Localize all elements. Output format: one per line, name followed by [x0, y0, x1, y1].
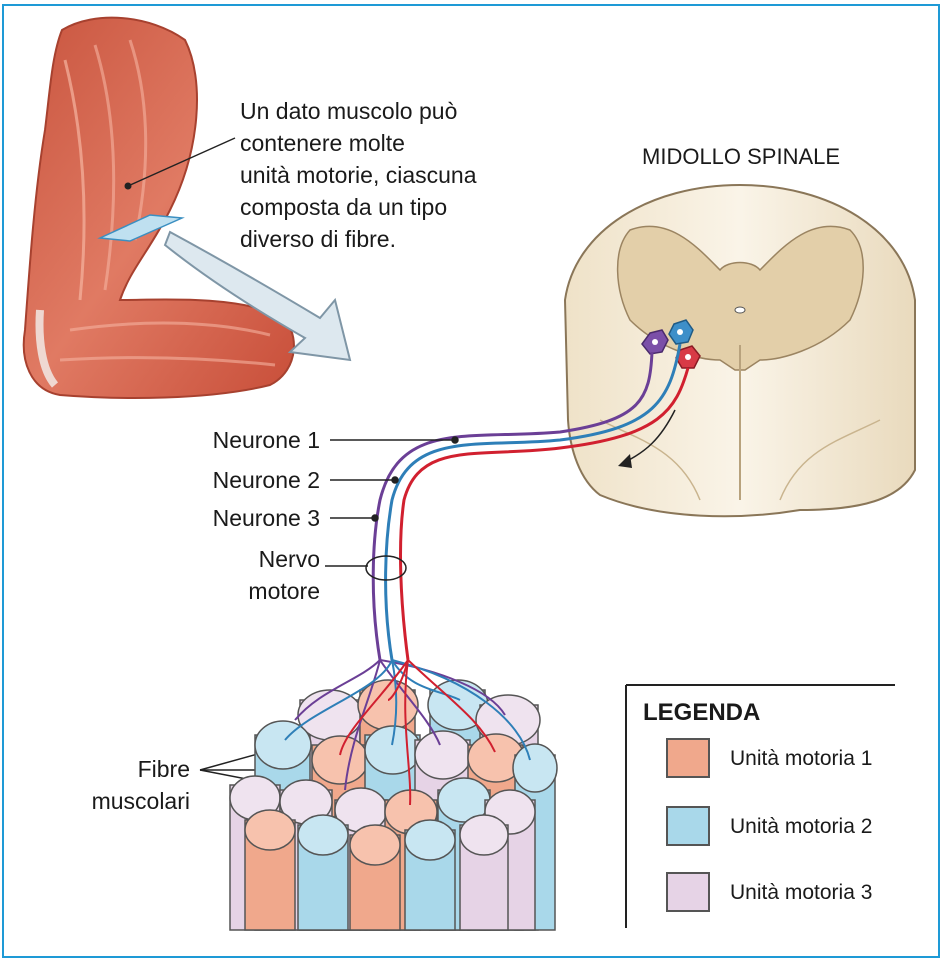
legend-label-1: Unità motoria 1	[730, 744, 872, 774]
neuron-2-label: Neurone 2	[150, 465, 320, 495]
nerve-label-line-2: motore	[150, 576, 320, 606]
description-line-1: Un dato muscolo può	[240, 96, 457, 126]
legend-title: LEGENDA	[643, 698, 760, 728]
neuron-1-label: Neurone 1	[150, 425, 320, 455]
legend-swatch-2	[666, 806, 710, 846]
fibre-label-line-2: muscolari	[40, 786, 190, 816]
spinal-cord	[565, 185, 915, 516]
legend-label-3: Unità motoria 3	[730, 878, 872, 908]
muscle-fibre-bundle	[230, 680, 557, 930]
description-line-4: composta da un tipo	[240, 192, 447, 222]
spinal-cord-label: MIDOLLO SPINALE	[642, 142, 840, 172]
description-line-5: diverso di fibre.	[240, 224, 396, 254]
nerve-label-line-1: Nervo	[150, 544, 320, 574]
legend-label-2: Unità motoria 2	[730, 812, 872, 842]
legend-swatch-1	[666, 738, 710, 778]
description-line-3: unità motorie, ciascuna	[240, 160, 477, 190]
fibre-label-line-1: Fibre	[40, 754, 190, 784]
neuron-3-label: Neurone 3	[150, 503, 320, 533]
description-line-2: contenere molte	[240, 128, 405, 158]
legend-swatch-3	[666, 872, 710, 912]
